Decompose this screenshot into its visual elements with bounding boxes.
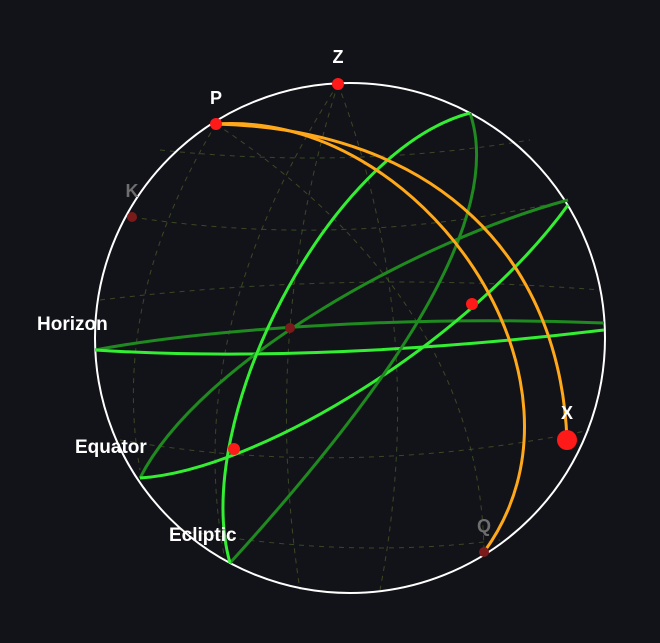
point-z-marker (332, 78, 344, 90)
point-x-label: X (561, 403, 573, 423)
equator-label: Equator (75, 437, 147, 458)
grid-meridian-3 (337, 83, 399, 591)
point-x-marker (557, 430, 577, 450)
point-p-marker (210, 118, 222, 130)
ecliptic-front-arc (221, 111, 471, 564)
horizon-label: Horizon (37, 314, 108, 335)
horizon-back-arc (94, 319, 605, 352)
equator-front-arc (139, 204, 570, 480)
grid-parallel-3 (119, 429, 591, 459)
intersection-point-east (466, 298, 478, 310)
sphere-grid (99, 83, 601, 591)
ecliptic-circle (221, 111, 479, 565)
grid-parallel-2 (159, 139, 531, 159)
arc-p-to-q (215, 122, 526, 553)
point-p-label: P (210, 88, 222, 108)
grid-meridian-4 (215, 123, 485, 553)
grid-meridian-5 (132, 123, 217, 471)
sphere-outline (94, 82, 606, 594)
equator-back-arc (138, 198, 569, 479)
point-k-marker (127, 212, 137, 222)
grid-parallel-5 (99, 281, 601, 301)
equator-circle (138, 198, 570, 480)
ecliptic-label: Ecliptic (169, 525, 237, 546)
hidden-intersection-point (285, 323, 295, 333)
grid-meridian-2 (285, 83, 339, 591)
point-k-label: K (126, 181, 139, 201)
point-q-marker (479, 547, 489, 557)
intersection-point-equator-ecliptic (228, 443, 240, 455)
ecliptic-back-arc (228, 112, 479, 565)
point-q-label: Q (477, 516, 491, 536)
orange-arcs (215, 122, 569, 553)
point-z-label: Z (333, 47, 344, 67)
